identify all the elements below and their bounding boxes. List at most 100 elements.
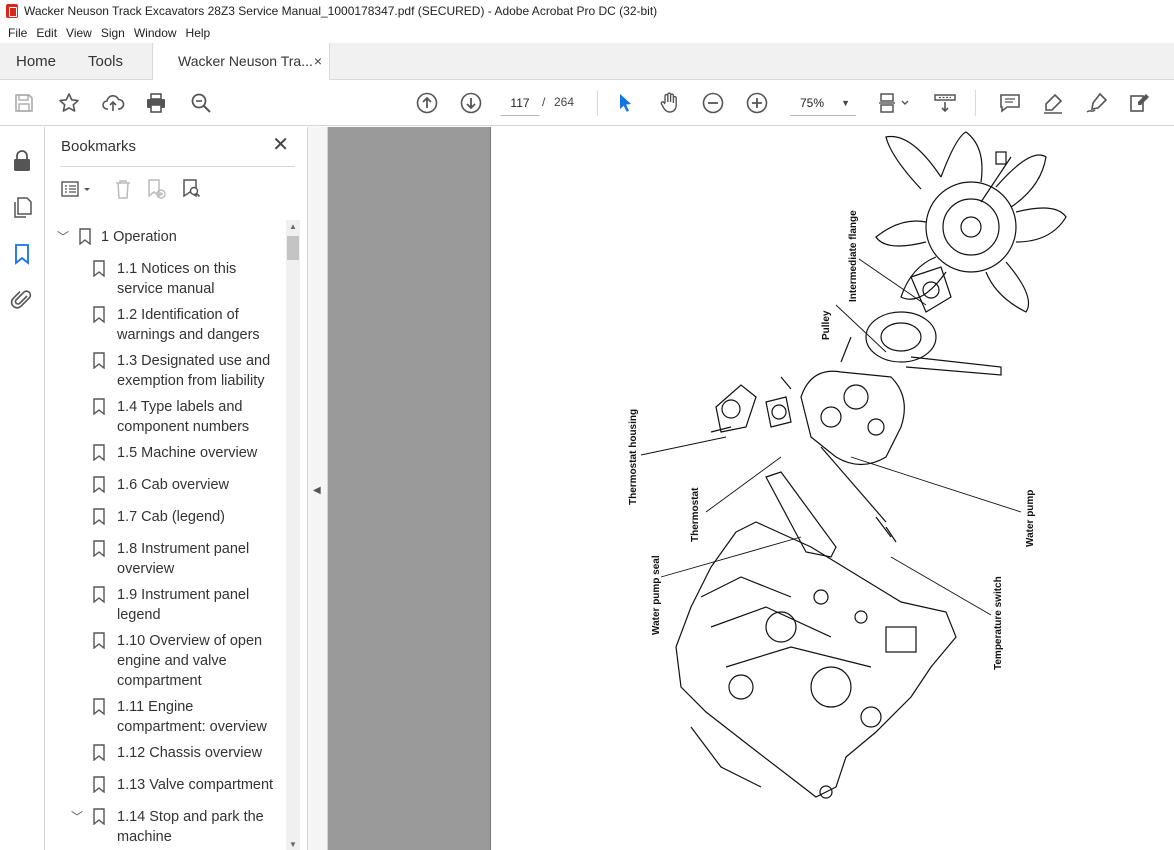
scroll-mode-icon[interactable] — [933, 91, 957, 115]
intermediate-flange-drawing — [910, 266, 952, 313]
star-icon[interactable] — [57, 91, 81, 115]
bookmark-icon — [93, 808, 105, 825]
bookmark-item[interactable]: 1.12 Chassis overview — [93, 743, 283, 763]
bookmark-operation[interactable]: ﹀ 1 Operation — [57, 227, 285, 247]
label-pulley: Pulley — [821, 310, 832, 340]
new-bookmark-icon[interactable] — [144, 177, 168, 201]
page-down-icon[interactable] — [459, 91, 483, 115]
tab-document[interactable]: Wacker Neuson Tra... × — [152, 43, 330, 81]
bookmark-item[interactable]: 1.11 Engine compartment: overview — [93, 697, 283, 737]
bookmark-label: 1 Operation — [101, 229, 177, 245]
bookmark-icon — [79, 228, 91, 245]
document-view[interactable]: Intermediate flange Pulley Thermostat ho… — [328, 127, 1174, 850]
bookmark-tree: ﹀ 1 Operation 1.1 Notices on this servic… — [45, 221, 285, 850]
label-thermostat-housing: Thermostat housing — [628, 409, 639, 505]
zoom-in-icon[interactable] — [745, 91, 769, 115]
zoom-out-icon[interactable] — [701, 91, 725, 115]
bookmark-icon — [93, 260, 105, 277]
edit-icon[interactable] — [1128, 91, 1152, 115]
lock-icon[interactable] — [10, 149, 34, 173]
scroll-down-icon[interactable]: ▼ — [289, 840, 297, 849]
chevron-down-icon[interactable]: ﹀ — [57, 230, 70, 244]
scrollbar-thumb[interactable] — [287, 236, 299, 260]
pdf-page: Intermediate flange Pulley Thermostat ho… — [490, 127, 1174, 850]
page-total: 264 — [554, 95, 575, 109]
bookmark-item[interactable]: 1.4 Type labels and component numbers — [93, 397, 283, 437]
page-up-icon[interactable] — [415, 91, 439, 115]
fit-page-icon[interactable] — [877, 91, 913, 115]
scroll-up-icon[interactable]: ▲ — [289, 222, 297, 231]
bookmark-item[interactable]: 1.10 Overview of open engine and valve c… — [93, 631, 283, 691]
find-bookmark-icon[interactable] — [179, 177, 203, 201]
attachment-icon[interactable] — [10, 287, 34, 311]
delete-icon[interactable] — [111, 177, 135, 201]
bookmarks-scrollbar[interactable]: ▲ ▼ — [286, 220, 300, 850]
thermostat-housing-drawing — [715, 384, 792, 433]
bookmark-icon — [93, 632, 105, 649]
hand-icon[interactable] — [657, 91, 681, 115]
zoom-search-icon[interactable] — [189, 91, 213, 115]
toolbar-divider — [975, 90, 976, 116]
bookmark-icon — [93, 776, 105, 793]
bookmark-icon — [93, 352, 105, 369]
options-menu-icon[interactable] — [59, 177, 93, 201]
bookmark-item[interactable]: 1.7 Cab (legend) — [93, 507, 283, 527]
bookmark-item[interactable]: 1.5 Machine overview — [93, 443, 283, 463]
bookmark-item[interactable]: 1.3 Designated use and exemption from li… — [93, 351, 283, 391]
chevron-down-icon: ▼ — [841, 98, 850, 108]
menu-sign[interactable]: Sign — [100, 25, 125, 40]
menu-bar: File Edit View Sign Window Help — [0, 22, 1174, 43]
close-tab-icon[interactable]: × — [313, 53, 322, 69]
bookmark-stop-park[interactable]: ﹀ 1.14 Stop and park the machine — [71, 807, 283, 847]
zoom-level-select[interactable]: 75% ▼ — [790, 90, 856, 116]
bookmarks-toolbar — [59, 175, 299, 203]
toolbar-divider — [597, 90, 598, 116]
label-water-pump-seal: Water pump seal — [651, 555, 662, 635]
bookmark-item[interactable]: 1.1 Notices on this service manual — [93, 259, 283, 299]
bookmarks-panel: Bookmarks ✕ ﹀ 1 Operation 1.1 Notices on… — [45, 127, 308, 850]
menu-view[interactable]: View — [66, 25, 92, 40]
bookmark-item[interactable]: 1.9 Instrument panel legend — [93, 585, 283, 625]
page-number-input[interactable]: 117 — [500, 90, 540, 116]
bookmark-item[interactable]: 1.8 Instrument panel overview — [93, 539, 283, 579]
bookmark-icon — [93, 444, 105, 461]
menu-edit[interactable]: Edit — [36, 25, 58, 40]
bookmark-label: 1.7 Cab (legend) — [117, 509, 226, 525]
pages-icon[interactable] — [10, 195, 34, 219]
engine-block-drawing — [675, 521, 957, 799]
close-panel-icon[interactable]: ✕ — [272, 134, 289, 156]
print-icon[interactable] — [144, 91, 168, 115]
label-temperature-switch: Temperature switch — [993, 576, 1004, 670]
bookmark-item[interactable]: 1.6 Cab overview — [93, 475, 283, 495]
bookmark-icon — [93, 476, 105, 493]
panel-splitter[interactable]: ◀ — [308, 127, 328, 850]
save-icon[interactable] — [12, 91, 36, 115]
sign-icon[interactable] — [1085, 91, 1109, 115]
bookmark-label: 1.13 Valve compartment — [117, 777, 274, 793]
pulley-drawing — [865, 311, 1002, 376]
menu-file[interactable]: File — [8, 25, 28, 40]
bookmark-item[interactable]: 1.13 Valve compartment — [93, 775, 283, 795]
menu-window[interactable]: Window — [133, 25, 177, 40]
bookmark-label: 1.6 Cab overview — [117, 477, 230, 493]
select-cursor-icon[interactable] — [613, 91, 637, 115]
collapse-panel-icon[interactable]: ◀ — [313, 485, 321, 496]
bookmark-label: 1.1 Notices on this service manual — [117, 261, 237, 297]
chevron-down-icon[interactable]: ﹀ — [71, 810, 84, 824]
upload-icon[interactable] — [101, 91, 125, 115]
main-toolbar: 117 / 264 75% ▼ — [0, 80, 1174, 126]
tab-tools[interactable]: Tools — [88, 53, 124, 70]
tab-home[interactable]: Home — [16, 53, 57, 70]
bookmark-icon — [93, 586, 105, 603]
zoom-level-value: 75% — [800, 96, 825, 110]
bookmark-item[interactable]: 1.2 Identification of warnings and dange… — [93, 305, 283, 345]
bookmark-rail-icon[interactable] — [10, 242, 34, 266]
bookmark-label: 1.2 Identification of warnings and dange… — [117, 307, 260, 343]
highlight-icon[interactable] — [1041, 91, 1065, 115]
page-separator: / — [542, 95, 546, 109]
label-water-pump: Water pump — [1025, 490, 1036, 547]
comment-icon[interactable] — [998, 91, 1022, 115]
menu-help[interactable]: Help — [185, 25, 211, 40]
title-bar: Wacker Neuson Track Excavators 28Z3 Serv… — [0, 0, 1174, 22]
bookmark-label: 1.14 Stop and park the machine — [117, 809, 264, 845]
